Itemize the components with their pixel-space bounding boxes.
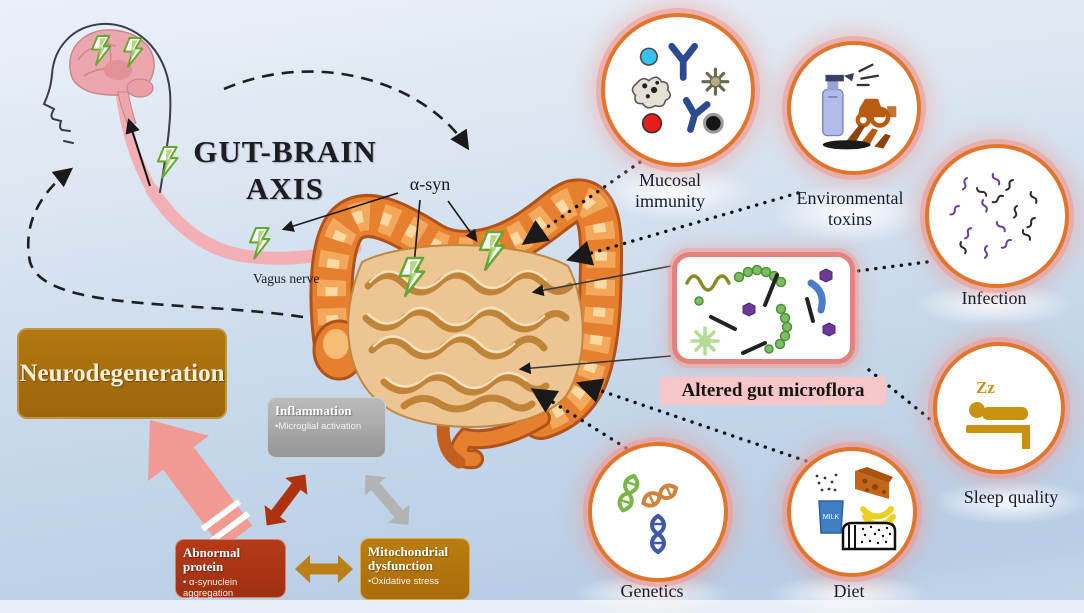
environmental-toxins-label: Environmental toxins bbox=[770, 188, 930, 230]
inflammation-bullet: •Microglial activation bbox=[275, 421, 362, 432]
factor-label-line: Mucosal bbox=[639, 170, 701, 190]
diet-label: Diet bbox=[769, 581, 929, 602]
diet-circle: MILK bbox=[787, 447, 917, 577]
title-line-1: GUT-BRAIN bbox=[193, 134, 377, 169]
mitochondrial-title: Mitochondrial dysfunction bbox=[368, 544, 449, 573]
neurodegeneration-box: Neurodegeneration bbox=[17, 328, 227, 419]
tractor-icon bbox=[855, 98, 897, 128]
spray-bottle-icon bbox=[822, 73, 854, 137]
inflammation-title: Inflammation bbox=[275, 403, 352, 418]
microflora-pointer-lines bbox=[518, 265, 672, 375]
zz-text: Zz bbox=[976, 378, 995, 397]
factor-label-line: immunity bbox=[634, 191, 705, 211]
abnormal-mitochondrial-arrow bbox=[295, 555, 353, 583]
sleep-quality-circle: Zz bbox=[933, 342, 1065, 474]
factor-label-line: toxins bbox=[827, 209, 872, 229]
abnormal-protein-box: Abnormal protein • α-synuclein aggregati… bbox=[175, 539, 286, 599]
bacteria-icon bbox=[948, 172, 1039, 260]
mitochondrial-bullet: •Oxidative stress bbox=[368, 576, 439, 587]
immune-cells-icon bbox=[631, 42, 730, 134]
genetics-label: Genetics bbox=[572, 581, 732, 602]
mucosal-immunity-circle bbox=[601, 13, 755, 167]
environmental-toxins-circle bbox=[787, 41, 921, 175]
mitochondrial-dysfunction-box: Mitochondrial dysfunction •Oxidative str… bbox=[360, 538, 470, 600]
alpha-syn-label: α-syn bbox=[409, 174, 451, 194]
microbes-icon bbox=[685, 264, 836, 356]
dna-icon bbox=[617, 474, 678, 554]
sprinkles-icon bbox=[815, 473, 838, 492]
brain-to-gut-dashed-arrow bbox=[223, 70, 470, 151]
toxins-icon bbox=[822, 63, 897, 150]
inflammation-abnormal-arrow bbox=[264, 474, 308, 526]
sleeping-person-icon: Zz bbox=[966, 378, 1030, 449]
inflammation-box: Inflammation •Microglial activation bbox=[267, 397, 386, 458]
gut-to-brain-dashed-arrow bbox=[26, 167, 304, 319]
factor-connectors bbox=[521, 160, 938, 463]
infection-circle bbox=[925, 144, 1069, 288]
neurodegeneration-arrow bbox=[148, 419, 253, 549]
abnormal-protein-title: Abnormal protein bbox=[183, 545, 241, 574]
head-profile bbox=[42, 22, 172, 193]
factor-label-line: Environmental bbox=[796, 188, 904, 208]
dendritic-cell-icon bbox=[631, 76, 672, 109]
abnormal-protein-bullet: • α-synuclein aggregation bbox=[183, 577, 238, 599]
cheese-icon bbox=[855, 467, 893, 499]
factor-label-line: Diet bbox=[833, 581, 865, 601]
sleep-quality-label: Sleep quality bbox=[931, 487, 1084, 508]
nerve-signal-arrow bbox=[125, 118, 151, 187]
altered-gut-microflora-label: Altered gut microflora bbox=[660, 377, 886, 405]
infection-label: Infection bbox=[914, 288, 1074, 309]
mucosal-immunity-label: Mucosal immunity bbox=[590, 170, 750, 212]
altered-gut-microflora-box bbox=[672, 252, 855, 364]
vagus-nerve-label: Vagus nerve bbox=[253, 271, 320, 286]
figure-title: GUT-BRAIN AXIS bbox=[170, 133, 400, 207]
antibody-icon bbox=[668, 42, 711, 133]
factor-label-line: Sleep quality bbox=[963, 487, 1059, 507]
neurodegeneration-title: Neurodegeneration bbox=[19, 359, 225, 387]
bread-icon bbox=[841, 521, 897, 551]
title-line-2: AXIS bbox=[245, 171, 325, 206]
milk-icon: MILK bbox=[818, 500, 844, 534]
factor-label-line: Genetics bbox=[620, 581, 684, 601]
inflammation-mitochondrial-arrow bbox=[364, 474, 410, 526]
milk-text: MILK bbox=[823, 514, 840, 521]
factor-label-line: Infection bbox=[961, 288, 1027, 308]
brain-icon bbox=[69, 29, 155, 126]
food-icon: MILK bbox=[815, 467, 897, 551]
genetics-circle bbox=[588, 442, 728, 582]
